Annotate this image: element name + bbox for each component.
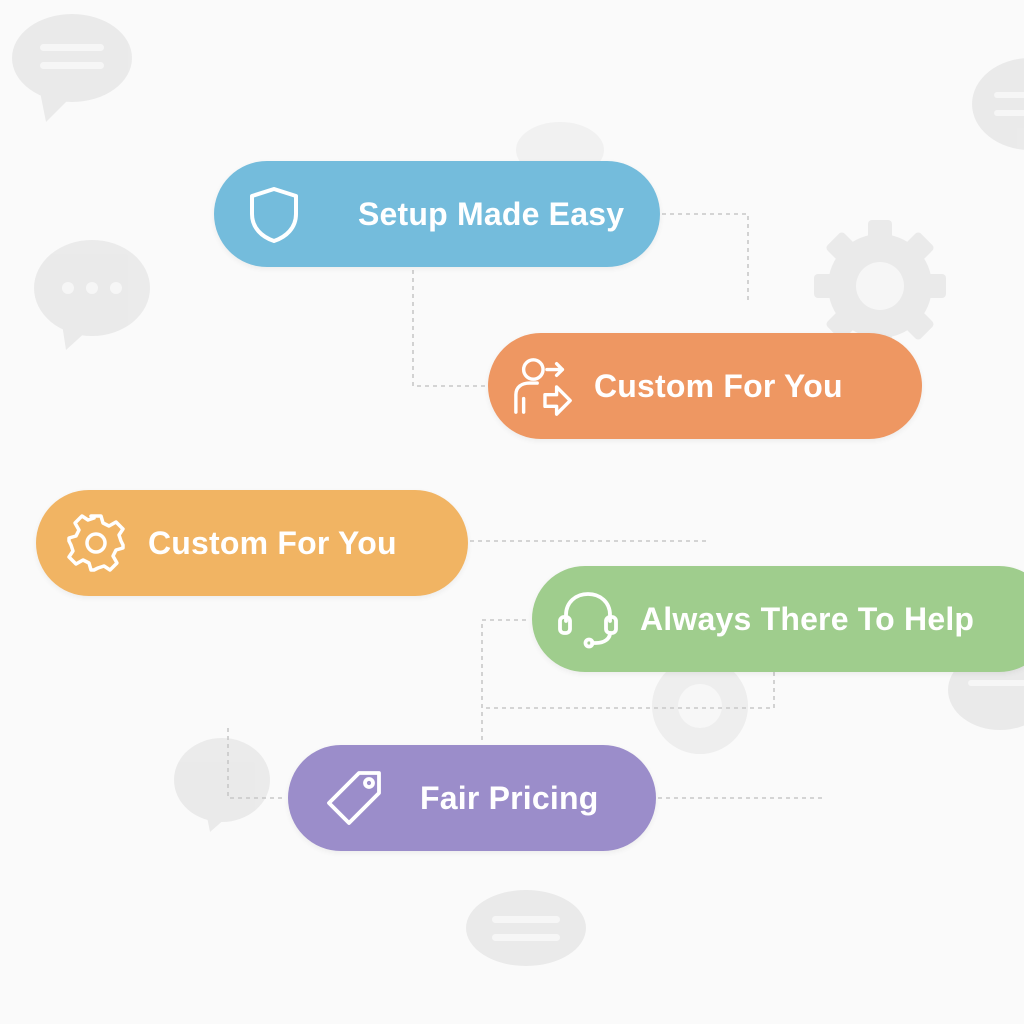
pill-label: Setup Made Easy [358, 195, 625, 232]
pill-custom-for-you-top: Custom For You [488, 333, 922, 439]
connector-line [482, 672, 775, 709]
pill-label: Always There To Help [640, 600, 975, 637]
user-switch-icon [512, 354, 576, 418]
pill-fair-pricing: Fair Pricing [288, 745, 656, 851]
pill-setup-made-easy: Setup Made Easy [214, 161, 660, 267]
headset-icon [556, 587, 620, 651]
pill-label: Custom For You [594, 367, 843, 404]
chat-bubble-icon [34, 240, 150, 350]
pill-label: Custom For You [148, 524, 397, 561]
pill-always-there-to-help: Always There To Help [532, 566, 1024, 672]
connector-line [412, 270, 486, 387]
gear-icon [814, 220, 946, 352]
gear-icon [64, 511, 128, 575]
chat-bubble-icon [466, 890, 586, 966]
chat-bubble-icon [12, 14, 132, 122]
connector-line [662, 213, 749, 300]
connector-line [227, 728, 286, 799]
chat-bubble-icon [174, 738, 270, 832]
shield-icon [242, 182, 306, 246]
connector-line [481, 619, 526, 744]
chat-bubble-icon [972, 58, 1024, 150]
pill-custom-for-you-bottom: Custom For You [36, 490, 468, 596]
price-tag-icon [322, 766, 386, 830]
gear-icon [652, 658, 748, 754]
pill-label: Fair Pricing [420, 779, 599, 816]
